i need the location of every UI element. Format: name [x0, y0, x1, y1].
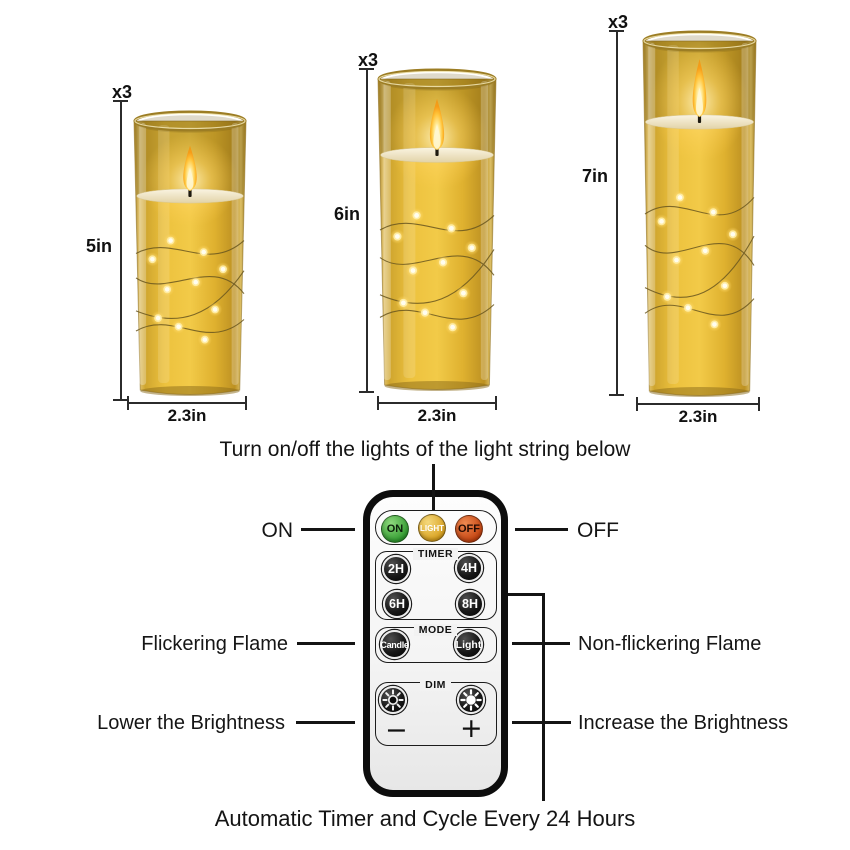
timer-8h-button[interactable]: 8H	[456, 590, 484, 618]
dim-up-button[interactable]	[457, 686, 485, 714]
caption-pointer-line	[432, 464, 435, 510]
mode-light-button[interactable]: Light	[454, 630, 483, 659]
dim-minus-label: −	[385, 715, 408, 746]
candle2-count-label: x3	[357, 50, 379, 70]
off-callout-label: OFF	[577, 519, 619, 542]
increase-brightness-label: Increase the Brightness	[578, 712, 789, 734]
candle3-width-line-right-tick	[758, 397, 760, 411]
dim-down-button[interactable]	[379, 686, 407, 714]
candle1-count-label: x3	[111, 82, 133, 102]
timer-cycle-caption: Automatic Timer and Cycle Every 24 Hours	[214, 806, 636, 831]
lower-brightness-label: Lower the Brightness	[97, 712, 285, 734]
candle1-height-line-bottom-tick	[113, 399, 128, 401]
timer-section-label: TIMER	[412, 548, 459, 560]
candle3-height-label: 7in	[581, 166, 608, 186]
candle3-height-dimension-line	[616, 31, 618, 396]
candle2-width-dimension-line	[377, 402, 497, 404]
off-callout-line	[515, 528, 568, 531]
candle1-height-dimension-line	[120, 101, 122, 401]
brightness-high-icon	[460, 689, 482, 711]
remote-off-button[interactable]: OFF	[455, 515, 483, 543]
candle-6in-image	[377, 68, 497, 397]
remote-light-button-label: LIGHT	[420, 523, 444, 533]
mode-light-label: Light	[455, 638, 482, 651]
timer-6h-button[interactable]: 6H	[383, 590, 411, 618]
light-string-caption: Turn on/off the lights of the light stri…	[219, 438, 631, 461]
candle3-height-line-bottom-tick	[609, 394, 624, 396]
non-flickering-flame-line	[512, 642, 570, 645]
candle1-width-line-right-tick	[245, 396, 247, 410]
candle1-height-label: 5in	[85, 236, 112, 256]
remote-off-button-label: OFF	[458, 523, 480, 535]
candle3-count-label: x3	[607, 12, 629, 32]
timer-2h-label: 2H	[388, 562, 404, 576]
timer-6h-label: 6H	[389, 597, 405, 611]
timer-8h-label: 8H	[462, 597, 478, 611]
remote-on-button-label: ON	[386, 523, 404, 535]
timer-connector-line	[542, 593, 545, 801]
remote-light-button[interactable]: LIGHT	[418, 514, 446, 542]
mode-candle-label: Candle	[380, 639, 409, 650]
candle2-height-dimension-line	[366, 69, 368, 393]
candle3-width-dimension-line	[636, 403, 760, 405]
remote-on-button[interactable]: ON	[381, 515, 409, 543]
timer-4h-button[interactable]: 4H	[455, 554, 483, 582]
brightness-low-icon	[382, 689, 404, 711]
dim-section-label: DIM	[420, 679, 451, 691]
candle1-width-label: 2.3in	[167, 406, 207, 425]
dim-plus-label: +	[460, 713, 483, 744]
candle2-width-label: 2.3in	[417, 406, 457, 425]
candle2-height-line-bottom-tick	[359, 391, 374, 393]
increase-brightness-line	[512, 721, 571, 724]
power-button-group	[374, 510, 497, 545]
flickering-flame-line	[297, 642, 355, 645]
candle-5in-image	[133, 110, 247, 402]
candle2-height-label: 6in	[333, 204, 360, 224]
timer-connector-stub	[508, 593, 544, 596]
non-flickering-flame-label: Non-flickering Flame	[578, 633, 762, 655]
mode-section-label: MODE	[413, 624, 458, 636]
flickering-flame-label: Flickering Flame	[141, 633, 288, 655]
candle2-width-line-right-tick	[495, 396, 497, 410]
on-callout-label: ON	[261, 519, 294, 542]
timer-2h-button[interactable]: 2H	[382, 555, 410, 583]
timer-4h-label: 4H	[461, 561, 477, 575]
candle1-width-dimension-line	[127, 402, 247, 404]
candle3-width-label: 2.3in	[678, 407, 718, 426]
candle-7in-image	[642, 30, 757, 403]
lower-brightness-line	[296, 721, 355, 724]
mode-candle-button[interactable]: Candle	[380, 630, 409, 659]
on-callout-line	[301, 528, 355, 531]
